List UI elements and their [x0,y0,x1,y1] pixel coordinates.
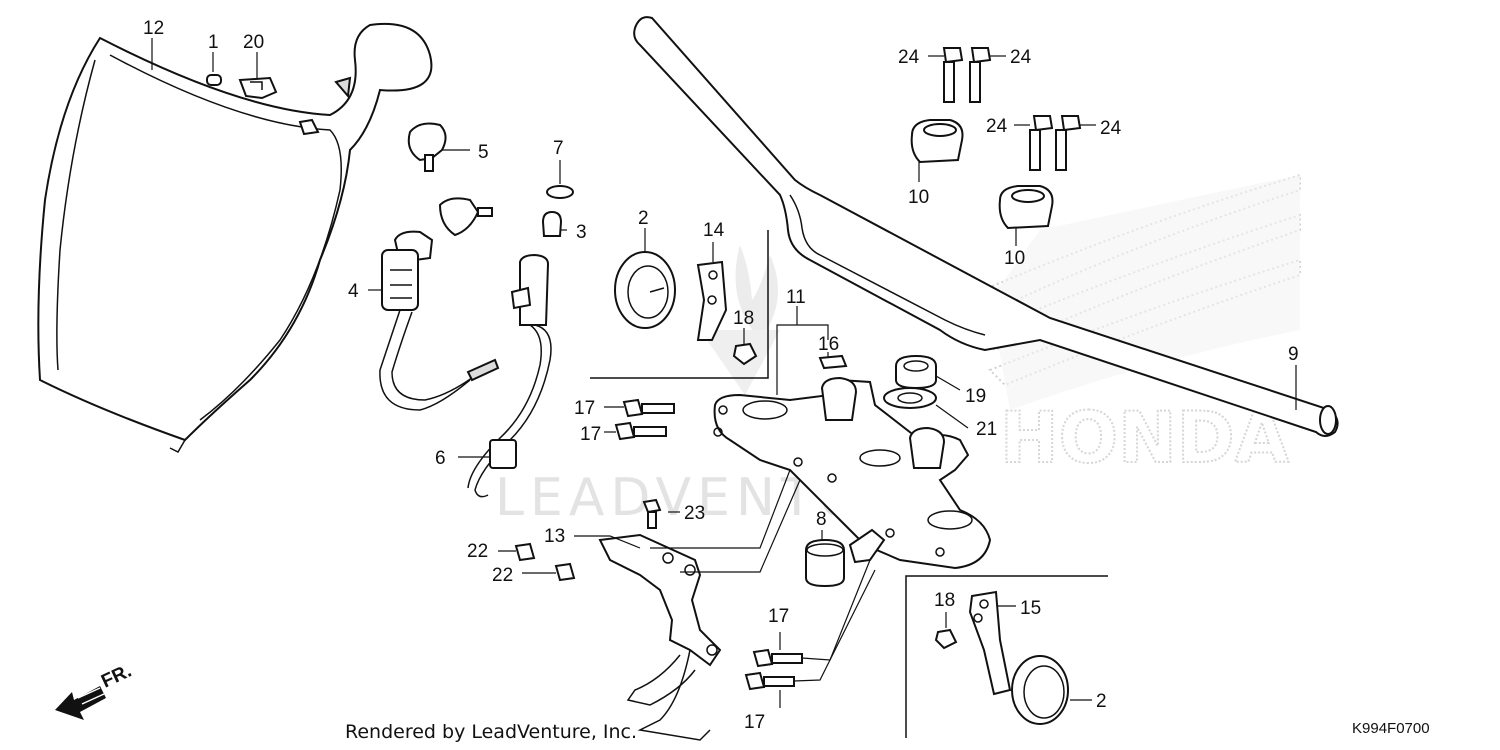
part-24-bolt-c [1029,115,1054,171]
callout-24-c: 24 [986,116,1008,137]
part-21-washer [883,387,937,409]
horn-group-frame [590,230,769,379]
callout-24-b: 24 [1010,47,1032,68]
callout-19: 19 [965,386,986,407]
callout-21: 21 [976,419,997,440]
part-10-holder-upper [910,119,964,164]
callout-3: 3 [576,222,587,243]
callout-22-b: 22 [492,565,513,586]
part-13-bracket [598,533,722,741]
callout-13: 13 [544,526,565,547]
honda-wordmark: HONDA [1000,397,1289,479]
part-4-ignition-switch [379,197,500,411]
part-10-holder-lower [998,185,1054,230]
part-14-horn-bracket [696,260,728,341]
callout-12: 12 [143,18,164,39]
part-24-bolt-d [1055,115,1082,171]
callout-16: 16 [818,334,839,355]
part-2-horn [614,251,676,329]
part-1-grommet [206,74,222,86]
callout-8: 8 [816,509,827,530]
callout-2-lower: 2 [1096,691,1107,712]
callout-9: 9 [1288,344,1299,365]
part-9-handlebar [633,16,1339,437]
callout-18-upper: 18 [733,308,754,329]
part-8-collar [805,528,886,588]
callout-18-lower: 18 [934,590,955,611]
part-18-nut-lower [934,628,958,650]
callout-2-upper: 2 [638,208,649,229]
lower-horn-group-frame [905,575,1108,738]
part-19-nut [895,354,937,390]
part-6-socket-wire [467,253,552,498]
part-20-clip [238,76,278,100]
number-plate-cover [37,22,433,453]
callout-17-b: 17 [580,424,601,445]
callout-17-d: 17 [744,712,765,733]
part-11-top-bridge [713,376,992,570]
part-15-bracket [968,590,1012,696]
honda-wing-logo: HONDA [957,173,1301,480]
callout-1: 1 [208,32,219,53]
part-17-bolt-b [614,421,667,441]
front-direction-arrow: FR. [55,661,135,720]
callout-14: 14 [703,220,725,241]
callout-17-a: 17 [574,398,595,419]
part-16-washer [818,354,848,370]
part-2-horn-lower [1011,655,1069,725]
callout-20: 20 [243,32,264,53]
callout-labels: 12 1 20 5 7 3 4 6 2 14 18 11 16 19 21 9 … [143,18,1299,733]
part-24-bolt-a [942,47,964,103]
direction-label: FR. [98,661,135,693]
callout-11: 11 [786,287,806,308]
callout-23: 23 [684,503,705,524]
part-18-nut-upper [732,342,758,366]
leader-lines [151,38,1297,708]
callout-10-lower: 10 [1004,248,1025,269]
callout-4: 4 [348,281,359,302]
part-5-key [407,122,447,172]
diagram-code: K994F0700 [1352,720,1430,737]
part-24-bolt-b [969,47,992,103]
part-23-bolt [642,498,662,529]
part-22-nut-b [554,562,576,582]
part-17-bolt-a [622,398,675,418]
callout-10-upper: 10 [908,187,929,208]
part-17-bolt-d [744,671,795,691]
part-17-bolt-c [752,648,803,668]
callout-24-d: 24 [1100,118,1122,139]
part-3-bulb [541,210,563,237]
footer-credit: Rendered by LeadVenture, Inc. [345,721,637,743]
part-7-seal [546,185,574,199]
callout-7: 7 [553,138,564,159]
callout-22-a: 22 [467,541,488,562]
callout-5: 5 [478,142,489,163]
callout-17-c: 17 [768,606,789,627]
callout-6: 6 [435,448,446,469]
callout-24-a: 24 [898,47,920,68]
part-22-nut-a [514,542,536,562]
callout-15: 15 [1020,598,1041,619]
